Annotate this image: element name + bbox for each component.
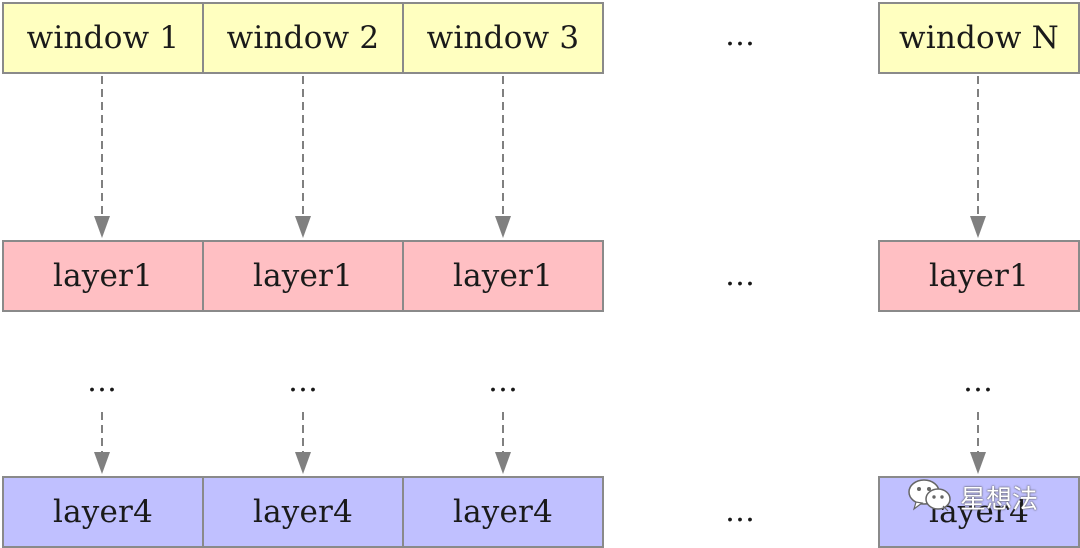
layer4-label-2: layer4 xyxy=(253,494,353,530)
arrowhead-2b xyxy=(295,452,311,474)
window-box-2: window 2 xyxy=(202,2,404,74)
layer1-box-3: layer1 xyxy=(402,240,604,312)
wechat-icon xyxy=(908,478,952,516)
ellipsis-col-2: … xyxy=(288,364,318,399)
watermark-text: 星想法 xyxy=(960,484,1039,515)
ellipsis-row-layer4: … xyxy=(725,494,755,529)
ellipsis-row-windows: … xyxy=(725,18,755,53)
layer4-box-2: layer4 xyxy=(202,476,404,548)
window-label-3: window 3 xyxy=(426,20,580,56)
arrowhead-1b xyxy=(94,452,110,474)
arrowhead-3b xyxy=(495,452,511,474)
ellipsis-col-1: … xyxy=(87,364,117,399)
arrowhead-Na xyxy=(970,216,986,238)
arrowhead-3a xyxy=(495,216,511,238)
window-label-n: window N xyxy=(898,20,1060,56)
ellipsis-col-n: … xyxy=(963,364,993,399)
layer4-label-1: layer4 xyxy=(53,494,153,530)
layer1-label-1: layer1 xyxy=(53,258,153,294)
watermark: 星想法 xyxy=(908,478,1038,516)
layer1-label-n: layer1 xyxy=(929,258,1029,294)
window-box-1: window 1 xyxy=(2,2,204,74)
layer1-label-2: layer1 xyxy=(253,258,353,294)
layer1-box-2: layer1 xyxy=(202,240,404,312)
window-box-3: window 3 xyxy=(402,2,604,74)
arrowhead-2a xyxy=(295,216,311,238)
ellipsis-row-layer1: … xyxy=(725,258,755,293)
layer1-box-n: layer1 xyxy=(878,240,1080,312)
layer1-box-1: layer1 xyxy=(2,240,204,312)
window-label-2: window 2 xyxy=(226,20,380,56)
arrowhead-1a xyxy=(94,216,110,238)
layer4-box-3: layer4 xyxy=(402,476,604,548)
layer1-label-3: layer1 xyxy=(453,258,553,294)
ellipsis-col-3: … xyxy=(488,364,518,399)
window-box-n: window N xyxy=(878,2,1080,74)
window-label-1: window 1 xyxy=(26,20,180,56)
layer4-box-1: layer4 xyxy=(2,476,204,548)
arrowhead-Nb xyxy=(970,452,986,474)
layer4-label-3: layer4 xyxy=(453,494,553,530)
